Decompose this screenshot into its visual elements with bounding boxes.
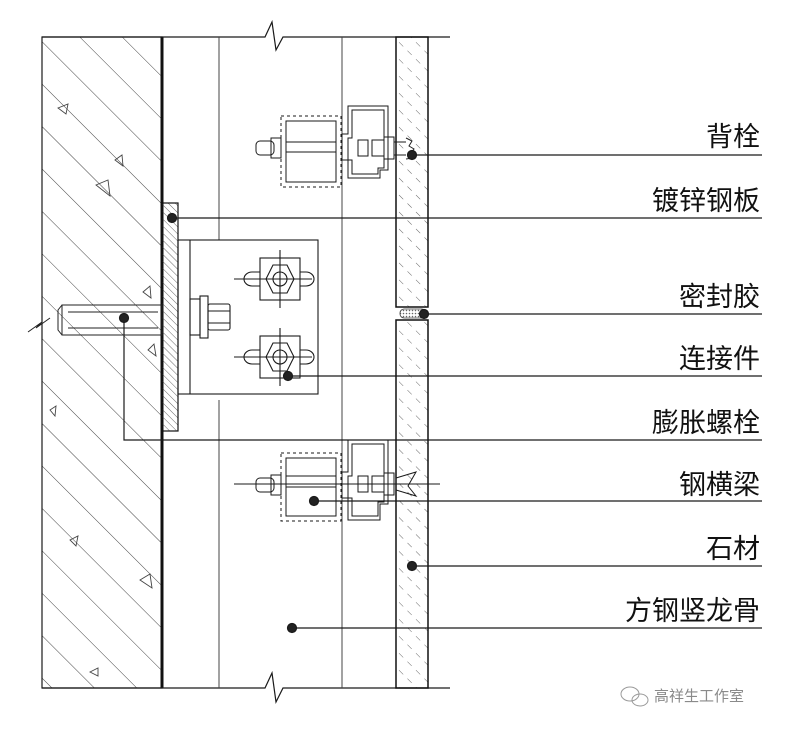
label-square-steel-mullion: 方钢竖龙骨 (625, 596, 760, 627)
label-connector: 连接件 (679, 344, 760, 375)
slotted-nut-upper (234, 250, 315, 308)
connector (177, 239, 319, 395)
galvanized-plate (161, 202, 179, 432)
leader-dot (308, 495, 320, 507)
steel-crossbeam-lower (234, 439, 440, 522)
leader-lines (118, 149, 762, 634)
aggregate-marks (49, 103, 157, 677)
break-lines (42, 19, 450, 705)
leader-dot (166, 212, 178, 224)
leader-dot (286, 622, 298, 634)
leader-dot (282, 370, 294, 382)
watermark: 高祥生工作室 (620, 686, 744, 707)
plate-bolt (189, 295, 231, 339)
leader-dot (118, 312, 130, 324)
slotted-nut-lower (234, 328, 315, 386)
concrete-wall (41, 36, 164, 689)
label-sealant: 密封胶 (679, 282, 760, 313)
label-galvanized-plate: 镀锌钢板 (652, 186, 760, 217)
label-stone: 石材 (706, 534, 760, 565)
labels: 背栓 镀锌钢板 密封胶 连接件 膨胀螺栓 钢横梁 石材 方钢竖龙骨 (625, 122, 760, 627)
watermark-text: 高祥生工作室 (654, 687, 744, 705)
steel-crossbeam-upper (255, 105, 415, 188)
leader-dot (406, 149, 418, 161)
leader-dot (406, 560, 418, 572)
label-back-bolt: 背栓 (706, 122, 760, 153)
wechat-icon (620, 686, 649, 707)
leader-dot (418, 308, 430, 320)
expansion-bolt (27, 304, 163, 336)
label-steel-crossbeam: 钢横梁 (679, 470, 760, 501)
label-expansion-bolt: 膨胀螺栓 (652, 408, 760, 439)
stone-panels (395, 36, 429, 689)
